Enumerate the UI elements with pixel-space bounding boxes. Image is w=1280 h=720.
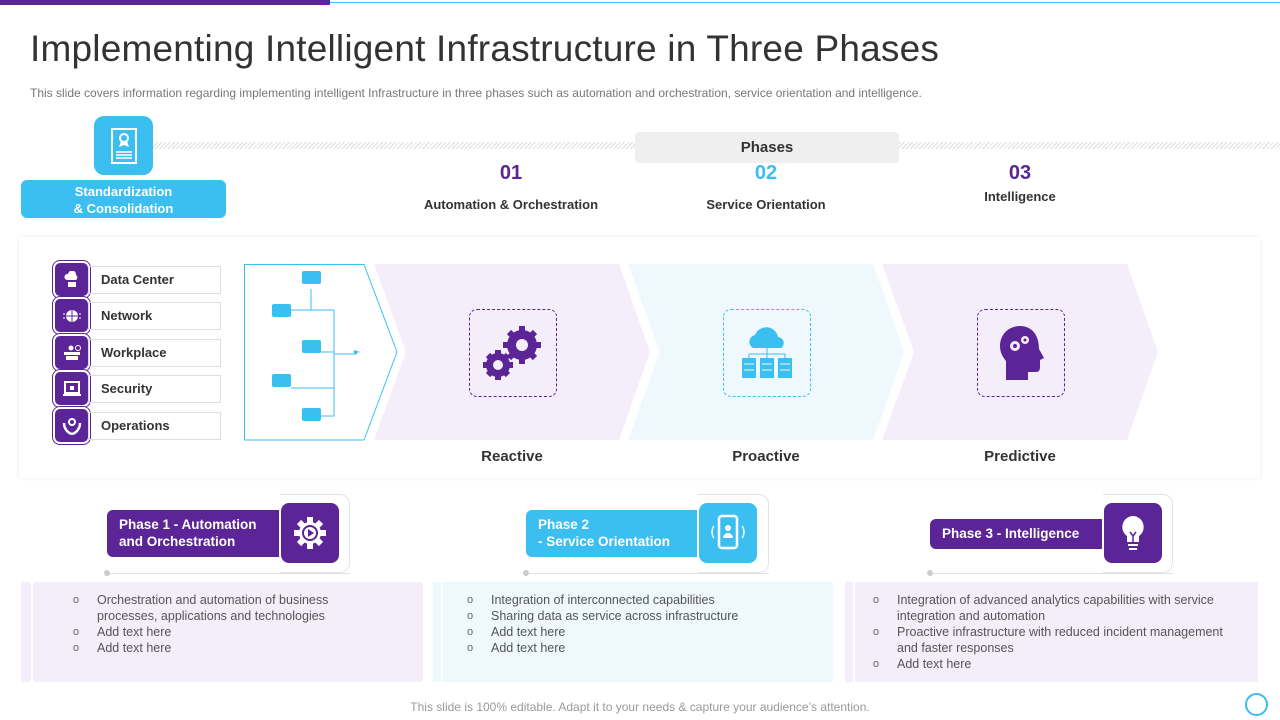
card2-dot xyxy=(523,570,529,576)
lightbulb-icon xyxy=(1104,503,1162,563)
card3-title-line1: Phase 3 - Intelligence xyxy=(942,526,1080,541)
laptop-lock-icon xyxy=(55,372,88,405)
card2-bullets: Integration of interconnected capabiliti… xyxy=(443,582,833,682)
phase-label-2: Service Orientation xyxy=(706,197,826,212)
workplace-desk-icon xyxy=(55,336,88,369)
bullet: Add text here xyxy=(73,640,363,656)
bullet: Integration of interconnected capabiliti… xyxy=(467,592,793,608)
phase-label-3: Intelligence xyxy=(984,189,1056,204)
standardization-line2: & Consolidation xyxy=(73,201,174,216)
head-gears-icon xyxy=(977,309,1065,397)
card1-title-line2: and Orchestration xyxy=(119,534,236,549)
card3-dot xyxy=(927,570,933,576)
card2-outline xyxy=(698,494,769,573)
bullet: Add text here xyxy=(467,624,793,640)
card2-accent xyxy=(433,582,441,682)
card1-dot xyxy=(104,570,110,576)
component-security: Security xyxy=(88,375,221,403)
certificate-icon xyxy=(94,116,153,175)
card2-title-line1: Phase 2 xyxy=(538,517,590,532)
component-data-center: Data Center xyxy=(88,266,221,294)
phase-number-2: 02 xyxy=(754,162,778,184)
standardization-label: Standardization & Consolidation xyxy=(21,180,226,218)
card3-accent xyxy=(845,582,853,682)
bullet: Orchestration and automation of business… xyxy=(73,592,363,624)
standardization-line1: Standardization xyxy=(74,184,173,199)
bullet: Add text here xyxy=(467,640,793,656)
component-network: Network xyxy=(88,302,221,330)
phase-label-1: Automation & Orchestration xyxy=(423,197,599,212)
hands-gear-icon xyxy=(55,409,88,442)
stage-reactive: Reactive xyxy=(481,448,543,465)
top-accent-bar xyxy=(0,0,330,5)
network-globe-icon xyxy=(55,299,88,332)
cloud-servers-icon xyxy=(723,309,811,397)
card3-line xyxy=(933,573,1173,574)
card1-bullets: Orchestration and automation of business… xyxy=(33,582,423,682)
gear-play-icon xyxy=(281,503,339,563)
phases-header: Phases xyxy=(635,132,899,163)
card3-outline xyxy=(1103,494,1173,573)
component-workplace: Workplace xyxy=(88,339,221,367)
card3-header: Phase 3 - Intelligence xyxy=(930,519,1107,549)
network-diagram xyxy=(244,264,398,441)
card1-outline xyxy=(280,494,350,573)
card2-header: Phase 2 - Service Orientation xyxy=(526,510,702,557)
stage-proactive: Proactive xyxy=(732,448,800,465)
stage-predictive: Predictive xyxy=(984,448,1056,465)
card1-accent xyxy=(21,582,31,682)
page-subtitle: This slide covers information regarding … xyxy=(30,86,922,100)
phase-number-3: 03 xyxy=(1008,162,1032,184)
footer-note: This slide is 100% editable. Adapt it to… xyxy=(410,700,870,714)
circle-icon xyxy=(1245,693,1268,716)
card1-line xyxy=(110,573,350,574)
gears-icon xyxy=(469,309,557,397)
page-title: Implementing Intelligent Infrastructure … xyxy=(30,28,940,69)
cloud-server-icon xyxy=(55,263,88,296)
bullet: Add text here xyxy=(73,624,363,640)
bullet: Integration of advanced analytics capabi… xyxy=(873,592,1238,624)
phase-number-1: 01 xyxy=(499,162,523,184)
card1-title-line1: Phase 1 - Automation xyxy=(119,517,257,532)
card2-title-line2: - Service Orientation xyxy=(538,534,671,549)
bullet: Sharing data as service across infrastru… xyxy=(467,608,793,624)
mobile-user-icon xyxy=(699,503,757,563)
bullet: Add text here xyxy=(873,656,1238,672)
card2-line xyxy=(529,573,769,574)
card3-bullets: Integration of advanced analytics capabi… xyxy=(855,582,1258,682)
card1-header: Phase 1 - Automation and Orchestration xyxy=(107,510,285,557)
bullet: Proactive infrastructure with reduced in… xyxy=(873,624,1238,656)
top-accent-line xyxy=(330,2,1280,3)
component-operations: Operations xyxy=(88,412,221,440)
